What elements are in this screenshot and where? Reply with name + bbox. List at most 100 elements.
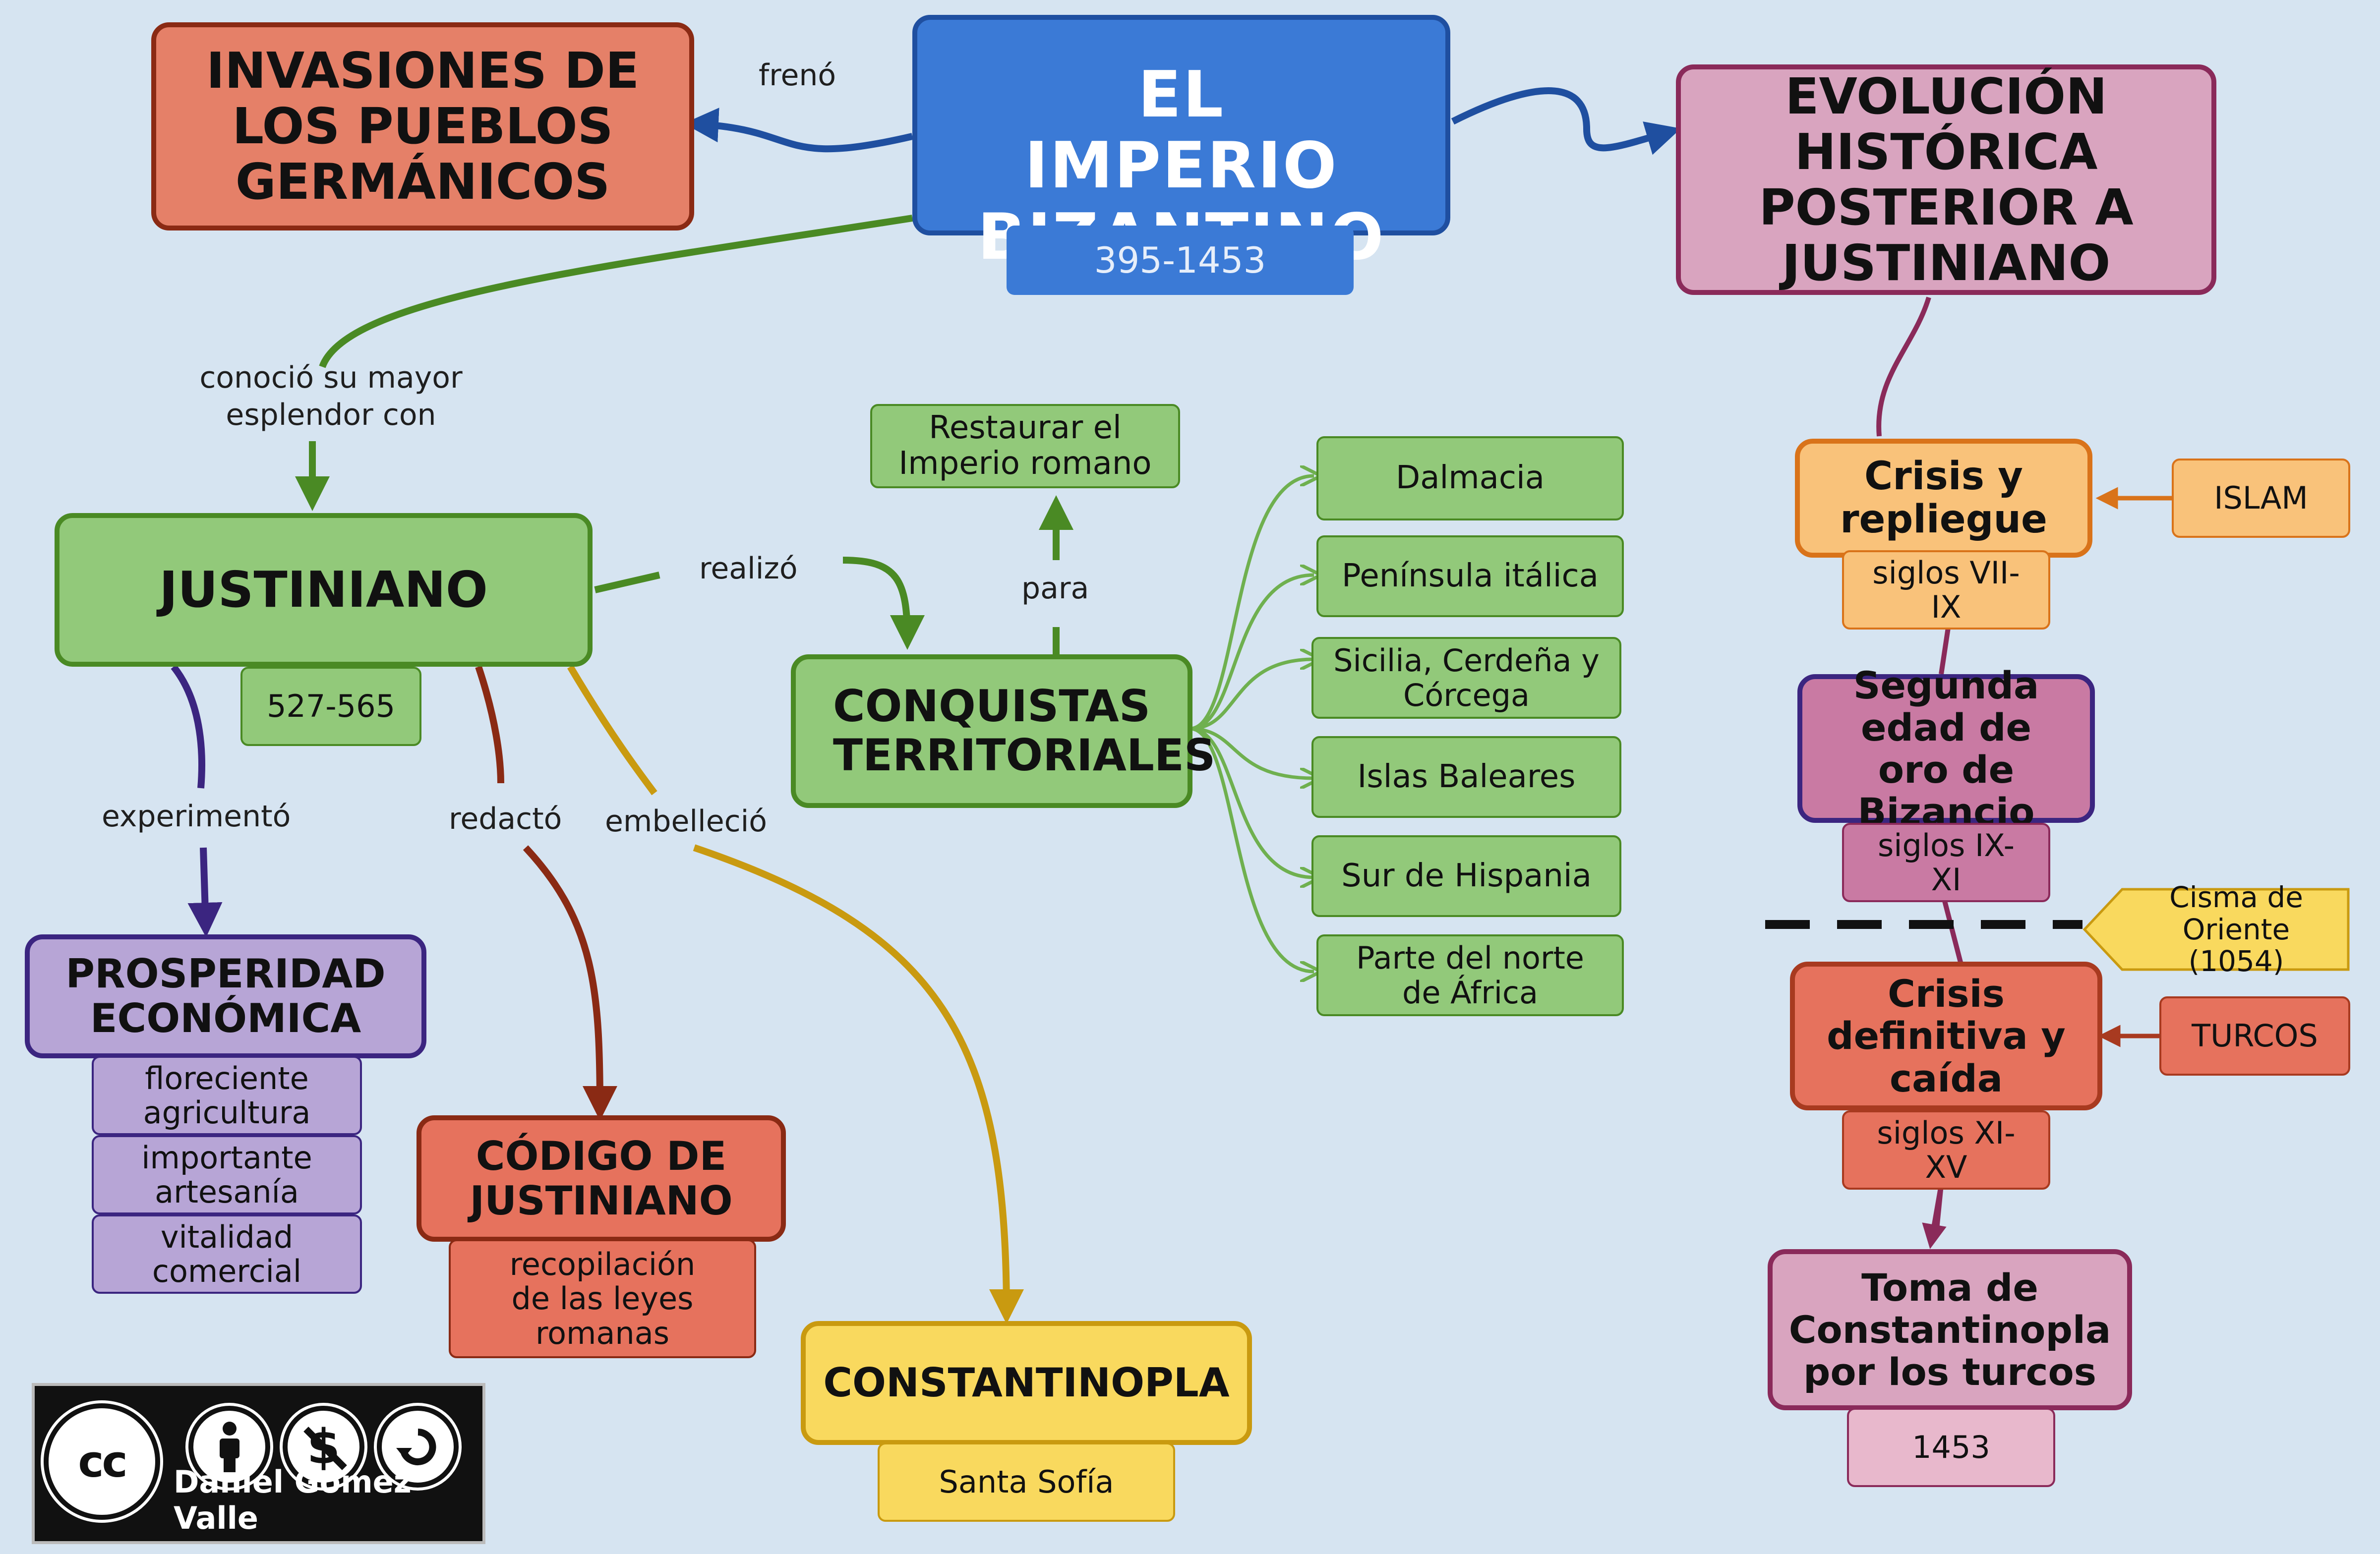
definitiva-dates: siglos XI-XV: [1842, 1110, 2050, 1190]
territory-baleares[interactable]: Islas Baleares: [1311, 736, 1621, 818]
territory-label: Sur de Hispania: [1341, 857, 1592, 894]
codigo-desc-text: recopilación de las leyes romanas: [509, 1246, 696, 1351]
edge-embellecio: [567, 665, 657, 796]
edge-experimento: [171, 664, 205, 789]
territory-africa[interactable]: Parte del norte de África: [1316, 934, 1624, 1016]
cisma-text: Cisma de Oriente (1054): [2169, 880, 2303, 978]
edge-evolucion: [1451, 87, 1681, 155]
list-item: floreciente agricultura: [143, 1060, 311, 1131]
constantinopla-title: CONSTANTINOPLA: [823, 1360, 1230, 1406]
edge-timeline: [1876, 296, 1964, 1235]
edge-territory-5: [1190, 727, 1314, 877]
link-label-redacto: redactó: [449, 802, 562, 836]
cc-license-badge[interactable]: cc $ Daniel Gómez Valle: [32, 1383, 485, 1544]
list-item: vitalidad comercial: [152, 1218, 302, 1289]
link-label-para: para: [1021, 571, 1089, 606]
justiniano-dates: 527-565: [240, 667, 421, 746]
territory-label: Parte del norte de África: [1356, 940, 1584, 1011]
edge-toma-arrow: [1922, 1184, 1947, 1249]
edge-territory-6: [1190, 727, 1314, 972]
conquistas-text: CONQUISTAS TERRITORIALES: [833, 681, 1216, 781]
justiniano-dates-text: 527-565: [266, 688, 396, 725]
list-item: importante artesanía: [141, 1139, 312, 1210]
edge-territory-3: [1190, 659, 1314, 731]
definitiva-dates-text: siglos XI-XV: [1877, 1114, 2016, 1185]
sa-icon: [377, 1406, 459, 1488]
prosperidad-item-agricultura[interactable]: floreciente agricultura: [92, 1056, 362, 1135]
segunda-title: Segunda edad de oro de Bizancio: [1853, 663, 2039, 834]
territory-dalmacia[interactable]: Dalmacia: [1316, 436, 1624, 520]
edge-realizo: [594, 572, 660, 593]
link-label-conocio: conoció su mayor esplendor con: [199, 360, 463, 432]
toma-node[interactable]: Toma de Constantinopla por los turcos: [1768, 1249, 2132, 1410]
segunda-node[interactable]: Segunda edad de oro de Bizancio: [1797, 664, 2095, 833]
cc-icon: cc: [44, 1403, 160, 1520]
invasiones-text: INVASIONES DE LOS PUEBLOS GERMÁNICOS: [206, 42, 640, 211]
turcos-node[interactable]: TURCOS: [2159, 996, 2350, 1076]
person-icon: [219, 1421, 239, 1472]
prosperidad-item-comercial[interactable]: vitalidad comercial: [92, 1214, 362, 1294]
root-node[interactable]: EL IMPERIO BIZANTINO: [912, 15, 1450, 273]
territory-label: Sicilia, Cerdeña y Córcega: [1333, 642, 1600, 713]
constantinopla-desc: Santa Sofía: [878, 1442, 1175, 1522]
toma-dates-text: 1453: [1912, 1429, 1990, 1466]
islam-text: ISLAM: [2214, 480, 2308, 517]
prosperidad-node[interactable]: PROSPERIDAD ECONÓMICA: [25, 934, 426, 1058]
edge-realizo-arrow: [842, 557, 925, 650]
edge-redacto-arrow: [523, 845, 617, 1121]
nc-icon: $: [283, 1406, 364, 1488]
edge-embellecio-arrow: [693, 844, 1024, 1324]
edge-redacto: [475, 665, 504, 784]
toma-dates: 1453: [1847, 1408, 2055, 1487]
territory-label: Dalmacia: [1395, 460, 1545, 497]
link-label-embellecio: embelleció: [605, 804, 767, 839]
definitiva-node[interactable]: Crisis definitiva y caída: [1790, 962, 2102, 1110]
edge-territory-1: [1190, 476, 1314, 731]
edge-territory-2: [1190, 575, 1314, 731]
root-dates: 395-1453: [1007, 226, 1354, 295]
constantinopla-node[interactable]: CONSTANTINOPLA: [801, 1321, 1252, 1445]
restaurar-text: Restaurar el Imperio romano: [898, 409, 1152, 482]
invasiones-node[interactable]: INVASIONES DE LOS PUEBLOS GERMÁNICOS: [151, 22, 694, 230]
toma-title: Toma de Constantinopla por los turcos: [1788, 1265, 2111, 1394]
segunda-dates: siglos IX-XI: [1842, 823, 2050, 902]
crisis-title: Crisis y repliegue: [1840, 454, 2047, 542]
evolucion-node[interactable]: EVOLUCIÓN HISTÓRICA POSTERIOR A JUSTINIA…: [1676, 64, 2216, 295]
edge-conocio: [319, 215, 913, 368]
license-author: Daniel Gómez Valle: [174, 1464, 412, 1536]
justiniano-node[interactable]: JUSTINIANO: [55, 513, 593, 667]
edge-experimento-arrow: [187, 847, 223, 937]
by-icon: [188, 1406, 270, 1488]
territory-italica[interactable]: Península itálica: [1316, 535, 1624, 617]
conquistas-node[interactable]: CONQUISTAS TERRITORIALES: [791, 654, 1216, 808]
restaurar-node[interactable]: Restaurar el Imperio romano: [870, 404, 1180, 488]
turcos-text: TURCOS: [2192, 1018, 2318, 1054]
cisma-label: Cisma de Oriente (1054): [2127, 881, 2345, 978]
edge-territory-4: [1190, 727, 1314, 778]
evolucion-text: EVOLUCIÓN HISTÓRICA POSTERIOR A JUSTINIA…: [1759, 67, 2134, 292]
definitiva-title: Crisis definitiva y caída: [1827, 972, 2066, 1100]
cisma-node[interactable]: [2082, 887, 2350, 972]
territory-label: Península itálica: [1342, 557, 1599, 594]
prosperidad-title: PROSPERIDAD ECONÓMICA: [65, 951, 386, 1041]
segunda-dates-text: siglos IX-XI: [1877, 827, 2015, 898]
territory-label: Islas Baleares: [1357, 758, 1576, 795]
crisis-node[interactable]: Crisis y repliegue: [1795, 439, 2092, 558]
territory-sicilia[interactable]: Sicilia, Cerdeña y Córcega: [1311, 637, 1621, 719]
crisis-dates: siglos VII-IX: [1842, 550, 2050, 630]
link-label-experimento: experimentó: [102, 799, 291, 834]
edge-freno: [684, 108, 913, 153]
territory-hispania[interactable]: Sur de Hispania: [1311, 835, 1621, 917]
codigo-title: CÓDIGO DE JUSTINIANO: [470, 1133, 733, 1224]
islam-node[interactable]: ISLAM: [2172, 459, 2350, 538]
crisis-dates-text: siglos VII-IX: [1872, 554, 2020, 625]
justiniano-title: JUSTINIANO: [159, 561, 488, 619]
codigo-node[interactable]: CÓDIGO DE JUSTINIANO: [416, 1115, 786, 1242]
link-label-realizo: realizó: [699, 551, 798, 586]
link-label-freno: frenó: [759, 58, 836, 93]
prosperidad-item-artesania[interactable]: importante artesanía: [92, 1135, 362, 1214]
codigo-desc: recopilación de las leyes romanas: [449, 1239, 756, 1358]
share-alike-icon: [396, 1428, 436, 1465]
